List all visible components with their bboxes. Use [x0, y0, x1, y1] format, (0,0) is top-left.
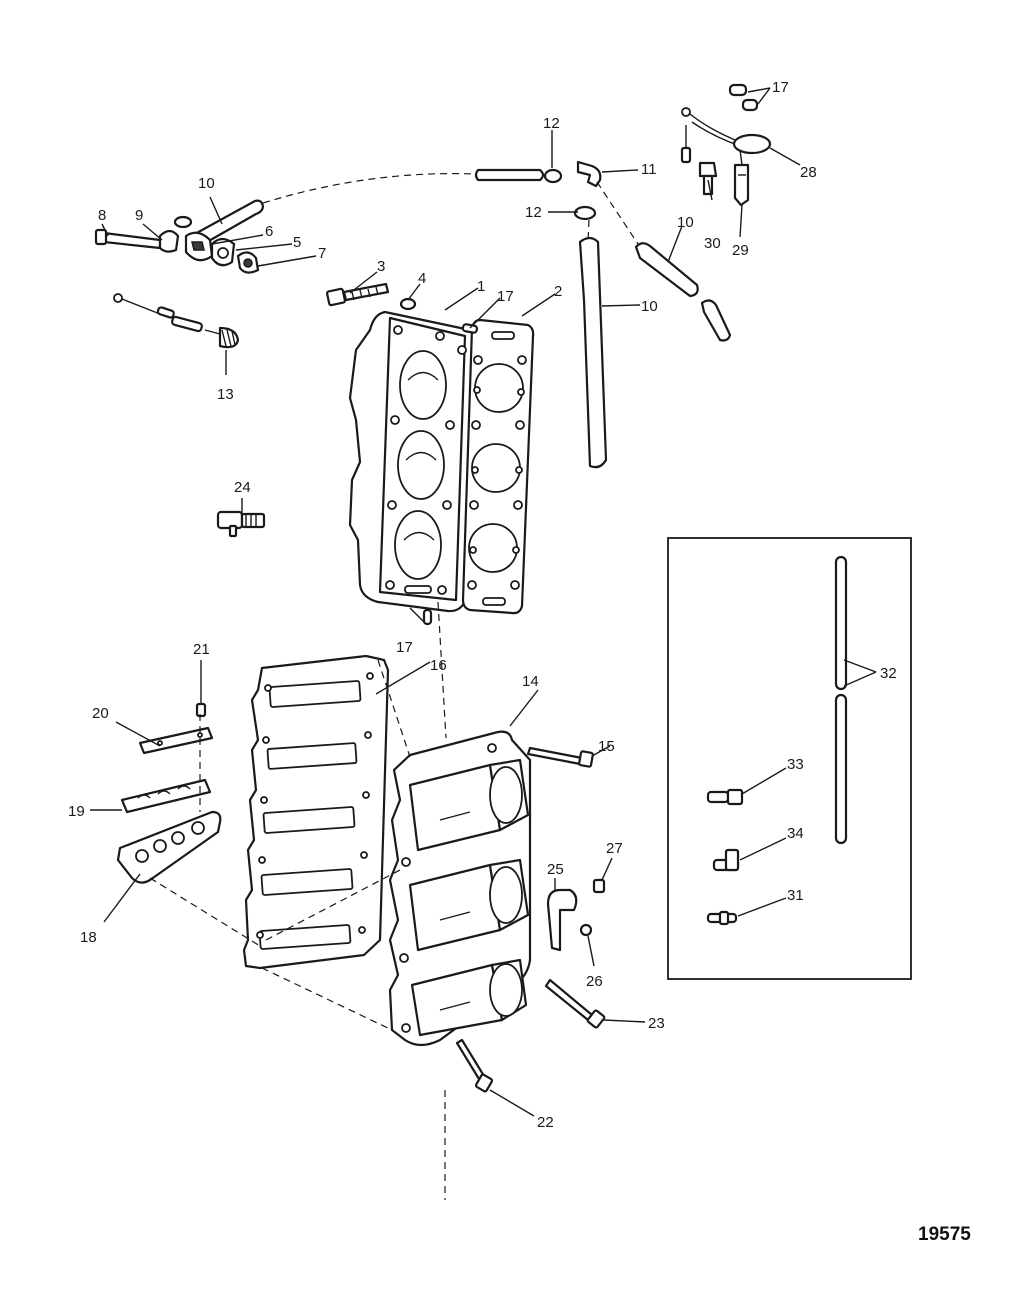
- fitting-33: [706, 788, 744, 806]
- callout-3: 3: [377, 258, 385, 275]
- callout-21: 21: [193, 641, 210, 658]
- clip-screw: [592, 878, 606, 894]
- long-screw: [102, 231, 162, 250]
- callout-12-middle: 12: [525, 204, 542, 221]
- reed-block-housing: [388, 730, 532, 1047]
- callout-16: 16: [430, 657, 447, 674]
- callout-34: 34: [787, 825, 804, 842]
- dowel-pin-bottom: [422, 608, 433, 626]
- temperature-sender: [216, 510, 266, 538]
- clip-washer: [579, 923, 593, 937]
- callout-15: 15: [598, 738, 615, 755]
- callout-25: 25: [547, 861, 564, 878]
- callout-8: 8: [98, 207, 106, 224]
- callout-13: 13: [217, 386, 234, 403]
- callout-23: 23: [648, 1015, 665, 1032]
- cylinder-head: [348, 310, 478, 613]
- callout-30: 30: [704, 235, 721, 252]
- dowel-pin-top: [461, 323, 479, 334]
- fitting-34: [712, 848, 740, 872]
- callout-10-right: 10: [677, 214, 694, 231]
- callout-6: 6: [265, 223, 273, 240]
- leader-lines: [90, 87, 877, 1117]
- hose-clamp-middle: [573, 205, 597, 221]
- callout-32: 32: [880, 665, 897, 682]
- reed-valve-assembly: [116, 702, 222, 884]
- callout-12-top: 12: [543, 115, 560, 132]
- callout-20: 20: [92, 705, 109, 722]
- control-rod-spring: [113, 293, 240, 349]
- hose-center: [578, 236, 608, 469]
- callout-24: 24: [234, 479, 251, 496]
- callout-17-top: 17: [497, 288, 514, 305]
- transfer-port-gasket: [242, 654, 390, 970]
- callout-18: 18: [80, 929, 97, 946]
- callout-11: 11: [641, 161, 657, 178]
- head-bolt: [325, 282, 390, 307]
- inset-kit-box: [667, 537, 912, 980]
- figure-number: 19575: [918, 1224, 971, 1245]
- callout-26: 26: [586, 973, 603, 990]
- callout-17-right: 17: [772, 79, 789, 96]
- hose-end-piece: [700, 299, 732, 342]
- callout-10-center: 10: [641, 298, 658, 315]
- intake-bolt-15: [526, 746, 594, 768]
- hose-clamp-top: [543, 168, 563, 184]
- intake-bolt-22: [455, 1038, 494, 1093]
- callout-29: 29: [732, 242, 749, 259]
- callout-10-left: 10: [198, 175, 215, 192]
- short-tube: [474, 168, 545, 182]
- callout-labels: 10 8 9 6 5 7 13 3 4 1 17 2 10 12 11 12 1…: [68, 79, 897, 1131]
- callout-14: 14: [522, 673, 539, 690]
- wire-harness: [680, 83, 772, 207]
- flat-washer: [399, 297, 417, 311]
- head-gasket: [461, 318, 535, 615]
- callout-9: 9: [135, 207, 143, 224]
- hose-right: [634, 242, 699, 298]
- callout-5: 5: [293, 234, 301, 251]
- callout-4: 4: [418, 270, 426, 287]
- fitting-31: [706, 910, 738, 926]
- callout-2: 2: [554, 283, 562, 300]
- callout-22: 22: [537, 1114, 554, 1131]
- check-valve: [158, 229, 180, 253]
- elbow-fitting: [576, 160, 602, 188]
- hose-clip: [546, 888, 578, 952]
- callout-7: 7: [318, 245, 326, 262]
- callout-28: 28: [800, 164, 817, 181]
- callout-27: 27: [606, 840, 623, 857]
- callout-17-bottom: 17: [396, 639, 413, 656]
- callout-31: 31: [787, 887, 804, 904]
- intake-bolt-23: [544, 978, 606, 1029]
- callout-1: 1: [477, 278, 485, 295]
- thermostat-housing-group: [94, 215, 260, 274]
- callout-33: 33: [787, 756, 804, 773]
- callout-19: 19: [68, 803, 85, 820]
